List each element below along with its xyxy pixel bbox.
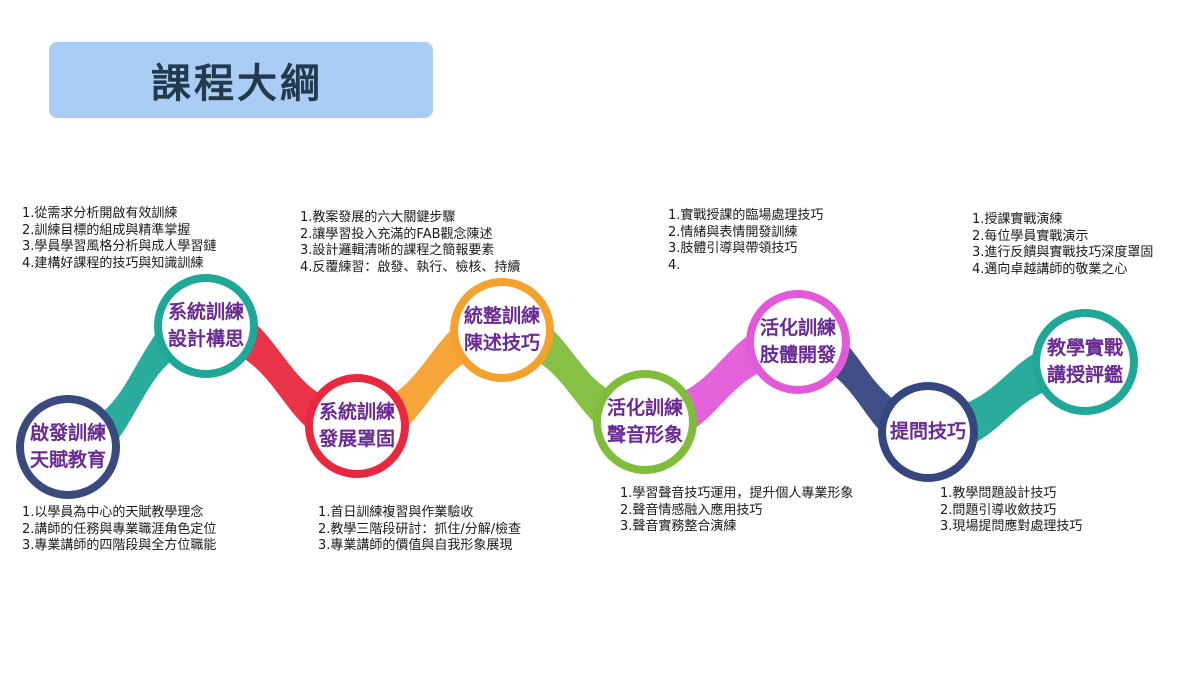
stage-label-line2: 設計構思 [167, 328, 245, 350]
stage-label-line1: 提問技巧 [889, 420, 967, 443]
stage-label-line1: 統整訓練 [463, 305, 541, 327]
stage-label-line1: 活化訓練 [606, 397, 684, 419]
stage-disc-5 [601, 378, 689, 466]
stage-label-1: 啟發訓練天賦教育 [30, 420, 106, 474]
description-item: 1.教學問題設計技巧 [940, 486, 1057, 501]
description-item: 3.肢體引導與帶領技巧 [668, 241, 798, 256]
description-item: 4.反覆練習：啟發、執行、檢核、持續 [300, 259, 521, 275]
stage-label-4: 統整訓練陳述技巧 [464, 303, 540, 357]
description-item: 3.設計邏輯清晰的課程之簡報要素 [300, 243, 495, 258]
stage-circle-layer [16, 274, 1138, 499]
description-item: 2.訓練目標的組成與精準掌握 [22, 222, 191, 238]
stage-label-line2: 天賦教育 [29, 449, 107, 471]
stage-disc-4 [458, 286, 546, 374]
description-item: 4.建構好課程的技巧與知識訓練 [22, 255, 204, 271]
stage-label-line2: 聲音形象 [606, 424, 684, 446]
description-item: 3.專業講師的價值與自我形象展現 [318, 538, 513, 553]
stage-disc-1 [24, 403, 112, 491]
stage-disc-3 [313, 382, 401, 470]
description-item: 1.首日訓練複習與作業驗收 [318, 505, 474, 520]
description-item: 3.進行反饋與實戰技巧深度罩固 [972, 245, 1154, 260]
stage-label-2: 系統訓練設計構思 [168, 299, 244, 353]
description-item: 2.問題引導收斂技巧 [940, 502, 1057, 518]
title-banner: 課程大綱 [49, 42, 433, 118]
description-item: 3.專業講師的四階段與全方位職能 [22, 538, 217, 553]
stage-label-line1: 教學實戰 [1046, 337, 1124, 359]
stage-label-7: 提問技巧 [890, 419, 966, 446]
description-item: 4. [668, 257, 681, 273]
stage-label-line1: 啟發訓練 [29, 422, 107, 444]
stage-disc-2 [162, 282, 250, 370]
description-item: 4.邁向卓越講師的敬業之心 [972, 261, 1128, 277]
description-item: 1.教案發展的六大關鍵步驟 [300, 210, 456, 225]
stage-disc-8 [1040, 317, 1130, 407]
stage-label-line2: 講授評鑑 [1046, 364, 1124, 386]
page-title: 課程大綱 [151, 61, 323, 107]
description-item: 2.讓學習投入充滿的FAB觀念陳述 [300, 226, 493, 242]
description-item: 2.講師的任務與專業職涯角色定位 [22, 521, 217, 537]
description-item: 1.授課實戰演練 [972, 212, 1063, 227]
stage-label-8: 教學實戰講授評鑑 [1047, 335, 1123, 389]
stage-label-line1: 系統訓練 [318, 401, 396, 423]
stage-label-6: 活化訓練肢體開發 [760, 315, 836, 369]
description-item: 1.從需求分析開啟有效訓練 [22, 206, 178, 221]
stage-label-3: 系統訓練發展罩固 [319, 399, 395, 453]
stage-label-line2: 陳述技巧 [463, 332, 541, 354]
description-item: 2.每位學員實戰演示 [972, 228, 1089, 244]
description-item: 2.情緒與表情開發訓練 [668, 224, 798, 240]
description-item: 2.教學三階段研討：抓住/分解/檢查 [318, 521, 522, 537]
description-item: 1.學習聲音技巧運用，提升個人專業形象 [620, 486, 854, 501]
description-item: 2.聲音情感融入應用技巧 [620, 502, 763, 518]
description-item: 3.聲音實務整合演練 [620, 519, 737, 534]
stage-label-line1: 系統訓練 [167, 301, 245, 323]
description-item: 1.以學員為中心的天賦教學理念 [22, 505, 204, 520]
description-item: 1.實戰授課的臨場處理技巧 [668, 208, 824, 223]
stage-label-5: 活化訓練聲音形象 [607, 395, 683, 449]
stage-disc-6 [754, 298, 842, 386]
description-item: 3.學員學習風格分析與成人學習鏈 [22, 239, 217, 254]
stage-label-line1: 活化訓練 [759, 317, 837, 339]
stage-label-line2: 發展罩固 [318, 428, 396, 450]
stage-disc-7 [886, 390, 970, 474]
description-item: 3.現場提問應對處理技巧 [940, 519, 1083, 534]
stage-label-line2: 肢體開發 [759, 344, 837, 366]
